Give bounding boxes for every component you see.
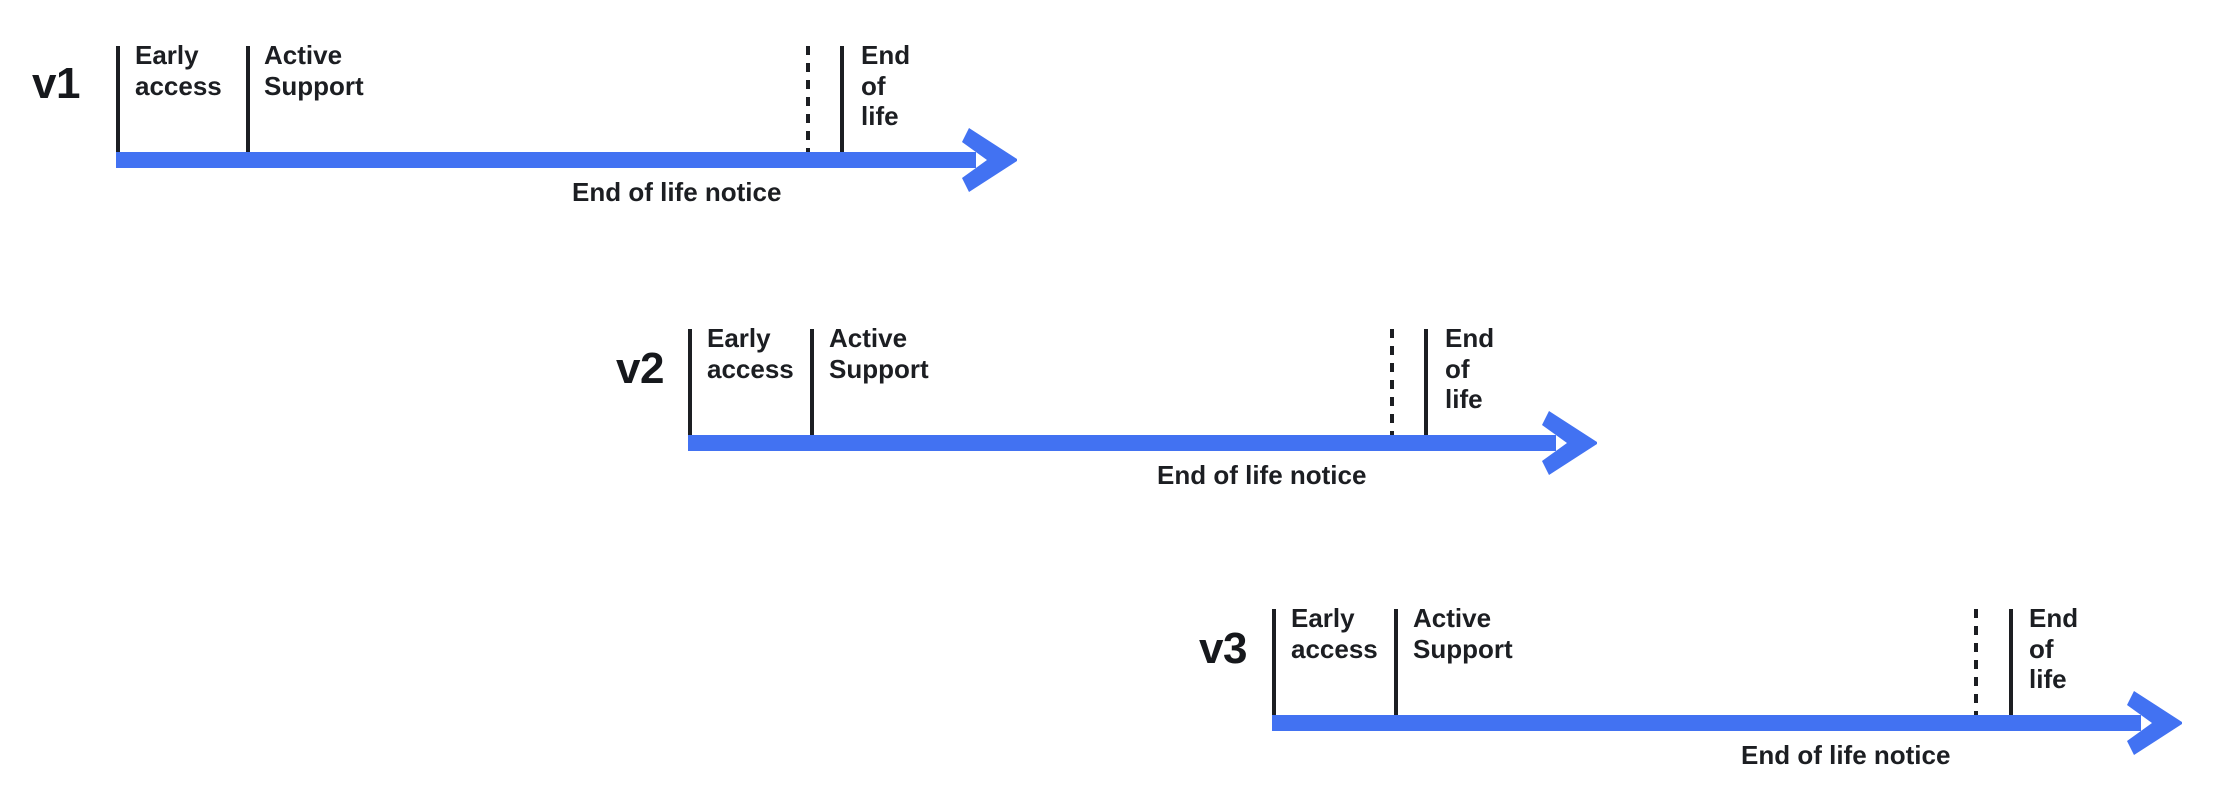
end-of-life-notice-marker-v2 [1390,329,1394,435]
phase-divider-early-access-start-v2 [688,329,692,435]
phase-label-early-access-v2: Early access [707,323,794,384]
timeline-bar-v3 [1272,715,2141,731]
phase-label-early-access-v1: Early access [135,40,222,101]
phase-divider-end-of-life-start-v1 [840,46,844,152]
phase-divider-early-access-start-v1 [116,46,120,152]
version-label-v3: v3 [1199,624,1247,673]
phase-divider-active-support-start-v1 [246,46,250,152]
phase-label-active-support-v2: Active Support [829,323,929,384]
phase-divider-early-access-start-v3 [1272,609,1276,715]
phase-label-end-of-life-v3: End of life [2029,603,2079,695]
timeline-arrowhead-icon-v3 [2127,691,2185,755]
notice-label-v3: End of life notice [1741,740,1951,770]
notice-label-v1: End of life notice [572,177,782,207]
notice-label-v2: End of life notice [1157,460,1367,490]
timeline-arrowhead-icon-v2 [1542,411,1600,475]
timeline-arrowhead-icon-v1 [962,128,1020,192]
version-label-v2: v2 [616,344,664,393]
phase-divider-end-of-life-start-v2 [1424,329,1428,435]
phase-label-active-support-v1: Active Support [264,40,364,101]
phase-label-active-support-v3: Active Support [1413,603,1513,664]
phase-divider-active-support-start-v3 [1394,609,1398,715]
phase-divider-active-support-start-v2 [810,329,814,435]
end-of-life-notice-marker-v1 [806,46,810,152]
phase-divider-end-of-life-start-v3 [2009,609,2013,715]
timeline-bar-v2 [688,435,1556,451]
phase-label-early-access-v3: Early access [1291,603,1378,664]
end-of-life-notice-marker-v3 [1974,609,1978,715]
phase-label-end-of-life-v1: End of life [861,40,911,132]
phase-label-end-of-life-v2: End of life [1445,323,1495,415]
version-label-v1: v1 [32,59,80,108]
timeline-bar-v1 [116,152,976,168]
